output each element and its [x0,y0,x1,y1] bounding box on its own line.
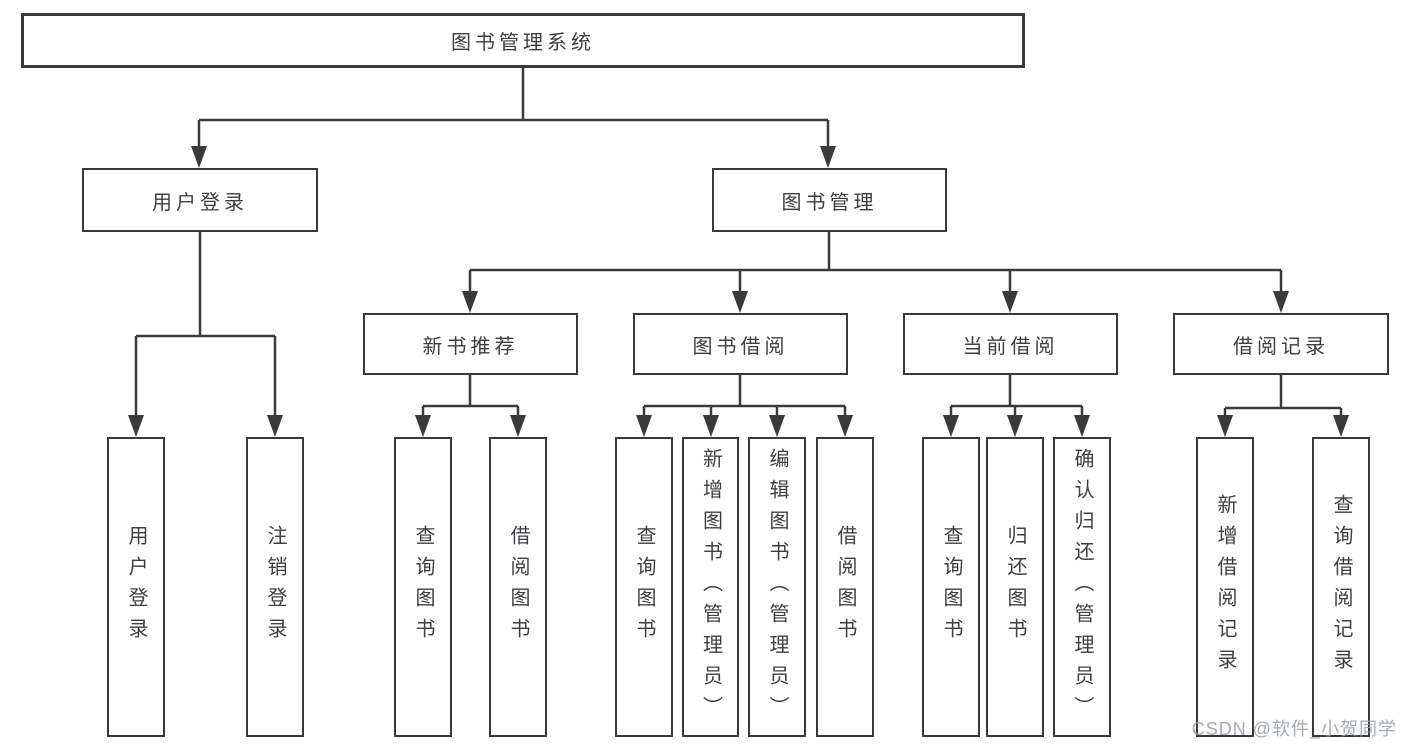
node-label: 查询借阅记录 [1330,494,1352,680]
node-label: 图书管理系统 [451,32,595,54]
node-label: 查询图书 [940,525,962,649]
node-label: 当前借阅 [962,335,1059,358]
node-label: 借阅记录 [1233,335,1329,358]
node-current-borrow: 当前借阅 [903,313,1118,375]
node-book-management: 图书管理 [712,168,947,232]
arrowheads [128,146,1349,437]
node-label: 图书管理 [781,191,878,214]
node-label: 图书借阅 [692,335,789,358]
leaf-user-login: 用户登录 [107,437,165,737]
node-label: 借阅图书 [507,525,529,649]
leaf-query-books-recommend: 查询图书 [394,437,452,737]
leaf-query-books-current: 查询图书 [922,437,980,737]
node-new-book-recommend: 新书推荐 [363,313,578,375]
leaf-return-book: 归还图书 [986,437,1044,737]
leaf-edit-book-admin: 编辑图书（管理员） [748,437,806,737]
node-label: 确认归还（管理员） [1071,447,1093,727]
node-label: 新增借阅记录 [1214,494,1236,680]
node-label: 注销登录 [264,525,286,649]
node-user-login-module: 用户登录 [82,168,318,232]
leaf-borrow-books-recommend: 借阅图书 [489,437,547,737]
node-borrow-records: 借阅记录 [1173,313,1389,375]
leaf-query-books-borrow: 查询图书 [615,437,673,737]
node-label: 新增图书（管理员） [699,447,722,727]
node-label: 用户登录 [125,525,147,649]
node-book-borrow: 图书借阅 [633,313,848,375]
node-library-system: 图书管理系统 [21,13,1025,68]
leaf-add-book-admin: 新增图书（管理员） [682,437,739,737]
leaf-add-borrow-record: 新增借阅记录 [1196,437,1254,737]
leaf-query-borrow-record: 查询借阅记录 [1312,437,1370,737]
leaf-logout: 注销登录 [246,437,304,737]
node-label: 用户登录 [152,191,248,214]
csdn-watermark: CSDN @软件_小贺同学 [1191,719,1397,739]
node-label: 查询图书 [633,525,655,649]
node-label: 借阅图书 [834,525,856,649]
leaf-confirm-return-admin: 确认归还（管理员） [1053,437,1111,737]
node-label: 新书推荐 [422,335,519,358]
node-label: 查询图书 [412,525,434,649]
node-label: 编辑图书（管理员） [766,447,788,727]
leaf-borrow-book: 借阅图书 [816,437,874,737]
node-label: 归还图书 [1004,525,1026,649]
